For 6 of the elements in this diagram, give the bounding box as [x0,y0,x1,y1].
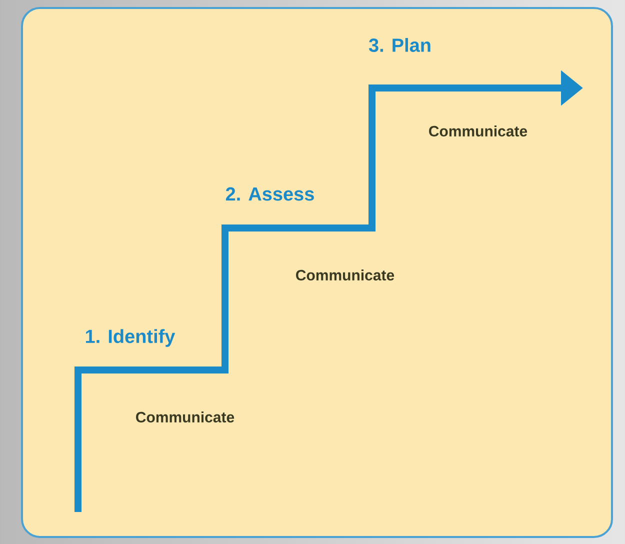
note-text: Communicate [136,411,234,422]
step-label: 2. Assess [226,187,314,201]
note-text: Communicate [429,125,528,136]
step-label: 1. Identify [86,329,176,347]
step-label: 3. Plan [368,38,430,52]
note-text: Communicate [296,269,394,280]
